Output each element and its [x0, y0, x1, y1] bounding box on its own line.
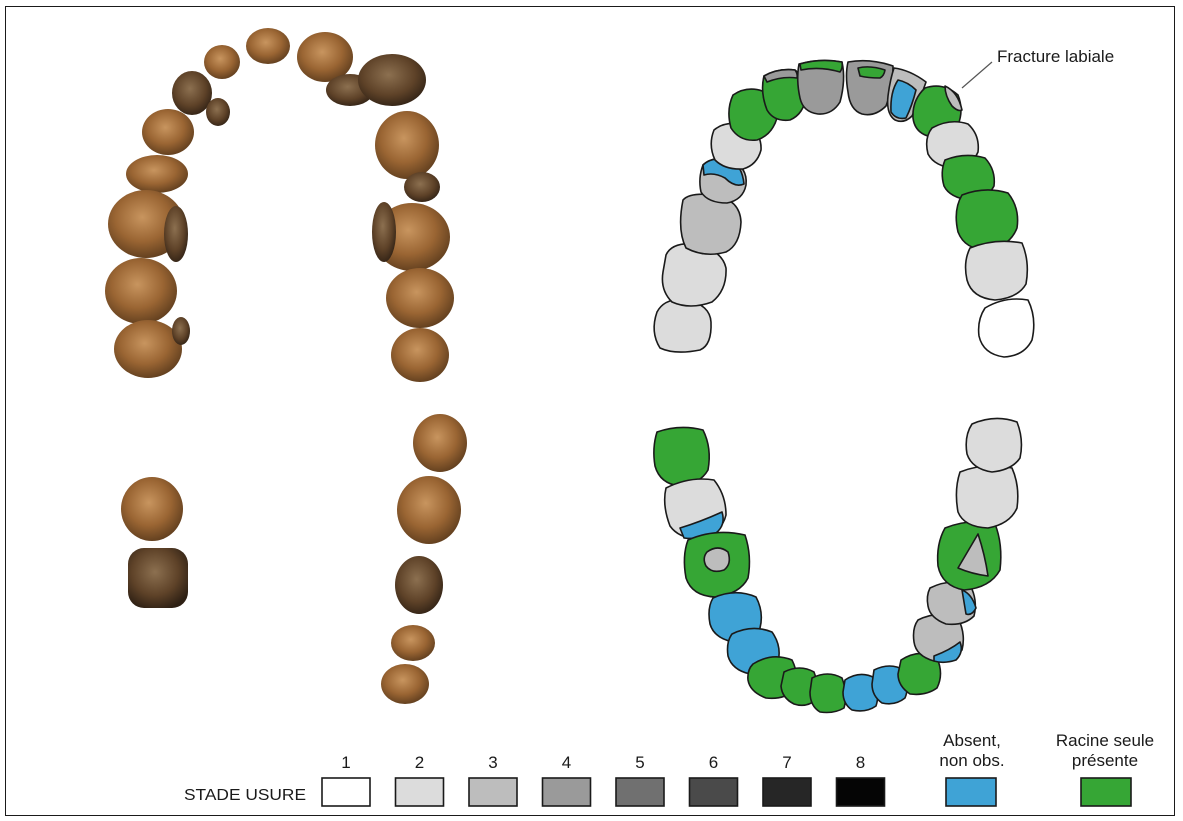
diagram-tooth: [961, 589, 977, 616]
diagram-tooth: [890, 79, 917, 120]
diagram-tooth: [703, 547, 731, 573]
diagram-tooth: [944, 85, 963, 112]
diagram-tooth: [809, 673, 847, 714]
stage-number-4: 4: [562, 753, 571, 772]
fracture-label: Fracture labiale: [997, 47, 1114, 66]
photo-tooth: [172, 71, 212, 115]
stage-number-2: 2: [415, 753, 424, 772]
stage-swatch-8: [835, 777, 886, 807]
photo-tooth: [358, 54, 426, 106]
stage-number-1: 1: [341, 753, 350, 772]
stage-number-5: 5: [635, 753, 644, 772]
photo-tooth: [404, 172, 440, 202]
stage-swatch-3: [468, 777, 518, 807]
photo-tooth: [413, 414, 467, 472]
racine-swatch: [1080, 777, 1132, 807]
stage-swatch-1: [321, 777, 371, 807]
racine-label-line1: Racine seule: [1056, 731, 1154, 750]
stage-swatch-7: [762, 777, 812, 807]
photo-tooth: [204, 45, 240, 79]
absent-swatch: [945, 777, 997, 807]
absent-label-line2: non obs.: [939, 751, 1004, 770]
photo-tooth: [375, 111, 439, 179]
stage-swatch-6: [688, 777, 739, 807]
photo-tooth: [172, 317, 190, 345]
diagram-tooth: [653, 426, 710, 487]
stage-swatches: 1 2 3 4 5 6 7 8: [321, 753, 886, 807]
stage-swatch-4: [541, 777, 592, 807]
stage-swatch-5: [615, 777, 665, 807]
photo-tooth: [395, 556, 443, 614]
photo-tooth: [164, 206, 188, 262]
stage-number-6: 6: [709, 753, 718, 772]
photo-tooth: [397, 476, 461, 544]
lower-jaw-diagram: [653, 417, 1023, 714]
diagram-tooth: [842, 673, 879, 712]
diagram-tooth: [977, 298, 1035, 358]
lower-jaw-photo: [121, 414, 467, 704]
stage-number-7: 7: [782, 753, 791, 772]
photo-tooth: [206, 98, 230, 126]
stage-swatch-2: [394, 777, 445, 807]
photo-tooth: [381, 664, 429, 704]
diagram-tooth: [653, 298, 712, 353]
diagram-tooth: [933, 641, 963, 664]
diagram-tooth: [955, 464, 1019, 529]
stage-number-3: 3: [488, 753, 497, 772]
legend: STADE USURE 1 2 3 4 5 6 7 8 Absent, non obs. Ra…: [184, 731, 1154, 807]
photo-tooth: [386, 268, 454, 328]
photo-tooth: [297, 32, 353, 82]
diagram-tooth: [964, 240, 1029, 301]
photo-tooth: [128, 548, 188, 608]
photo-tooth: [121, 477, 183, 541]
photo-tooth: [126, 155, 188, 193]
diagram-tooth: [957, 533, 989, 577]
diagram-tooth: [679, 193, 742, 256]
photo-tooth: [105, 258, 177, 324]
upper-jaw-photo: [105, 28, 454, 382]
fracture-pointer-line: [961, 61, 993, 89]
photo-tooth: [142, 109, 194, 155]
photo-tooth: [391, 328, 449, 382]
diagram-tooth: [857, 66, 886, 79]
upper-jaw-diagram: [653, 59, 1035, 358]
photo-tooth: [372, 202, 396, 262]
photo-tooth: [114, 320, 182, 378]
photo-tooth: [246, 28, 290, 64]
stage-number-8: 8: [856, 753, 865, 772]
figure-frame: [5, 6, 1175, 816]
racine-label-line2: présente: [1072, 751, 1138, 770]
stade-usure-label: STADE USURE: [184, 787, 306, 804]
photo-tooth: [391, 625, 435, 661]
diagram-tooth: [965, 417, 1023, 473]
absent-label-line1: Absent,: [943, 731, 1001, 750]
diagram-tooth: [799, 59, 844, 73]
